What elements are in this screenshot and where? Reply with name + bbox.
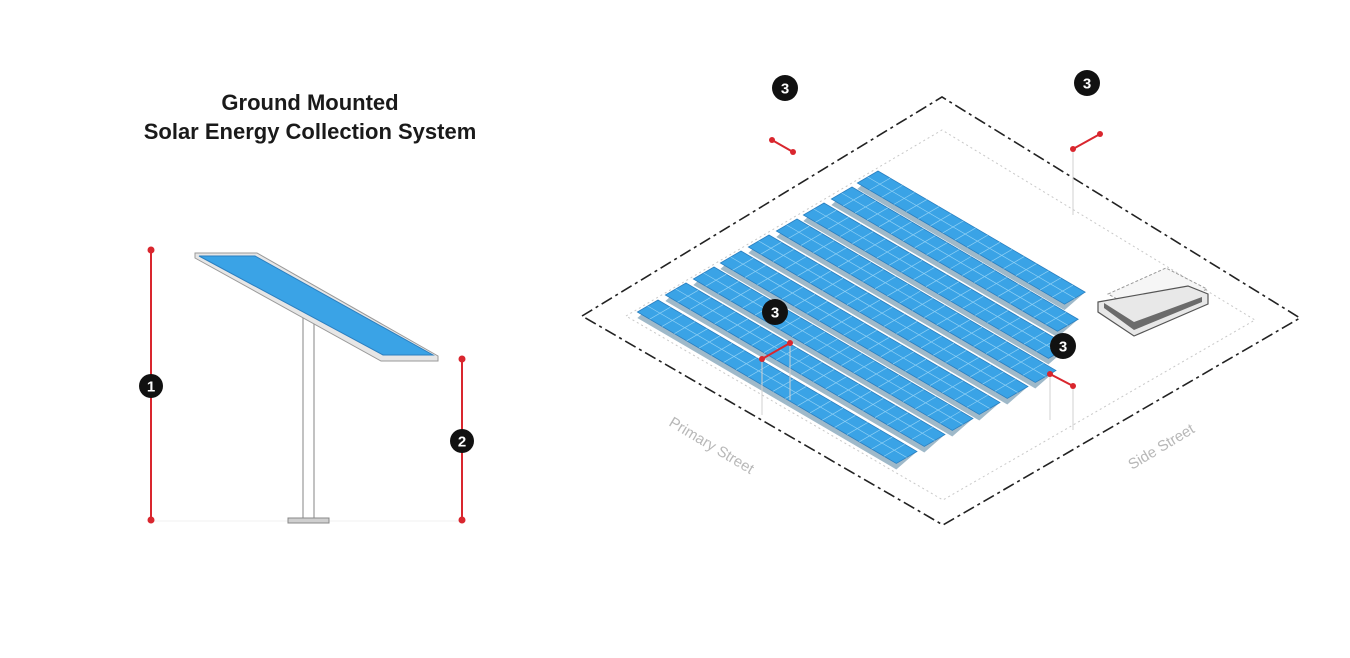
title-line-2: Solar Energy Collection System [144, 119, 477, 144]
marker-1-label: 1 [147, 379, 155, 396]
setback-marker-3-mid-right: 3 [1047, 333, 1076, 430]
panel-row-midline [647, 305, 907, 458]
solar-panel [198, 255, 435, 356]
marker-3b-label: 3 [1083, 76, 1091, 93]
panel-row-midline [675, 288, 935, 441]
setback-marker-3-top-right: 3 [1070, 70, 1103, 215]
mounting-post [302, 317, 315, 522]
marker-1-badge [139, 374, 163, 398]
marker-3a-label: 3 [781, 81, 789, 98]
setback-marker-3-top-left: 3 [769, 75, 798, 155]
setback-line [625, 129, 1256, 501]
marker-3d-label: 3 [1059, 339, 1067, 356]
panel-row-midline [703, 272, 963, 425]
dimension-1: 1 [139, 246, 163, 524]
panel-row-midline [786, 224, 1046, 377]
marker-2-label: 2 [458, 434, 466, 451]
site-plan: Primary Street Side Street 3 3 [580, 70, 1302, 526]
marker-2-badge [450, 429, 474, 453]
panel-row-midline [867, 176, 1076, 299]
property-boundary [580, 96, 1302, 526]
dimension-2: 2 [450, 355, 474, 524]
marker-3c-label: 3 [771, 305, 779, 322]
title-line-1: Ground Mounted [221, 90, 398, 115]
panel-rows [636, 170, 1086, 470]
panel-row-midline [813, 208, 1060, 353]
equipment-building [1097, 267, 1209, 337]
panel-elevation [150, 252, 462, 524]
panel-row-midline [841, 192, 1069, 326]
base-plate [287, 517, 330, 524]
primary-street-label: Primary Street [666, 414, 758, 478]
panel-row-midline [730, 256, 990, 409]
setback-marker-3-mid-left: 3 [759, 299, 793, 415]
side-street-label: Side Street [1125, 420, 1198, 473]
panel-row-midline [758, 240, 1018, 393]
